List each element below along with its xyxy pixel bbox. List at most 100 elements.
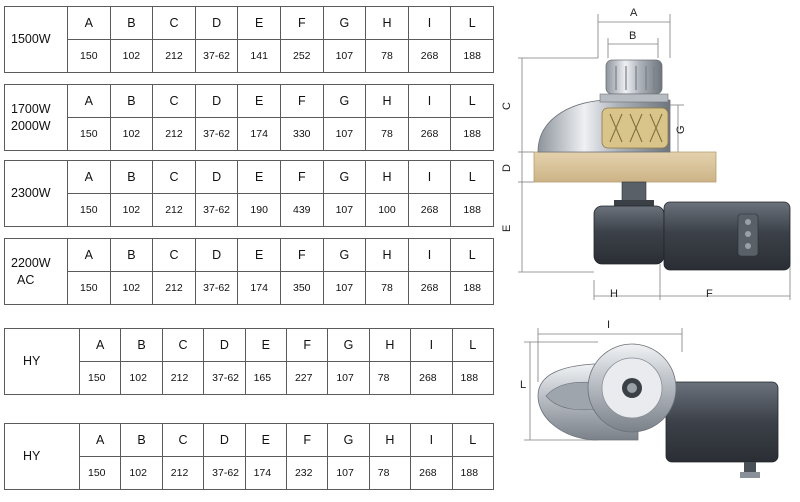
col-header: D [194,84,239,118]
cell-value: 212 [161,361,205,395]
col-header: A [67,238,111,272]
cell-value: 439 [279,193,324,227]
cell-value: 37-62 [194,193,239,227]
dim-label-i: I [607,319,610,331]
motor-top [665,381,779,463]
cell-value: 188 [450,117,494,151]
electric-motor [663,201,791,271]
col-header: L [450,6,494,40]
col-header: B [120,423,163,457]
cell-value: 107 [327,361,370,395]
cell-value: 107 [322,39,367,73]
col-header: H [365,84,409,118]
cell-value: 150 [67,271,111,305]
model-line: 1700W [11,101,51,116]
col-header: L [450,160,494,194]
cell-value: 190 [237,193,281,227]
cell-value: 188 [451,456,495,490]
terminal-icon [745,243,751,249]
model-line: 2200W [11,255,51,270]
terminal-icon [745,231,751,237]
cell-value: 102 [109,39,154,73]
dim-label-b: B [629,30,636,42]
dim-label-l: L [520,379,526,391]
gearbox [593,205,665,265]
cell-value: 268 [407,39,452,73]
cell-value: 268 [410,456,453,490]
cell-value: 107 [327,456,370,490]
col-header: I [410,328,453,362]
col-header: F [285,328,329,362]
col-header: L [450,238,494,272]
cell-value: 37-62 [194,39,239,73]
cell-value: 227 [285,361,329,395]
col-header: D [194,6,239,40]
model-label: 2200W AC [4,238,68,305]
col-header: H [365,6,409,40]
col-header: E [237,238,281,272]
cell-value: 37-62 [203,456,246,490]
col-header: L [450,84,494,118]
cell-value: 212 [152,39,196,73]
cell-value: 174 [237,117,281,151]
cell-value: 107 [322,271,367,305]
col-header: I [407,238,452,272]
drum-base-ring [599,93,669,103]
dim-label-d: D [501,164,513,172]
col-header: E [244,423,287,457]
top-dimension-labels: I L [520,319,610,391]
spec-table-1500w: 1500W A B C D E F G H I L 150 102 212 37… [4,6,494,73]
cell-value: 100 [365,193,409,227]
model-label: 1700W 2000W [4,84,68,151]
cell-value: 268 [407,193,452,227]
col-header: C [152,160,196,194]
shaft-flange [614,200,654,206]
col-header: E [237,6,281,40]
model-label: 2300W [4,160,68,227]
cell-value: 150 [67,193,111,227]
dimension-lines [518,14,791,300]
col-header: F [285,423,329,457]
cell-value: 78 [368,361,412,395]
windlass-side-view-diagram: A B C D E G H F [501,7,791,300]
cell-value: 102 [120,456,163,490]
cell-value: 102 [109,193,154,227]
col-header: L [451,328,495,362]
col-header: A [78,423,122,457]
model-label: 1500W [4,6,68,73]
cell-value: 174 [237,271,281,305]
col-header: B [109,6,154,40]
col-header: I [407,6,452,40]
model-line: 2000W [11,118,51,133]
terminal-nut [740,472,760,478]
dim-label-f: F [706,288,713,300]
col-header: B [120,328,163,362]
cell-value: 268 [407,117,452,151]
cell-value: 174 [244,456,287,490]
cell-value: 150 [78,456,122,490]
cell-value: 37-62 [194,117,239,151]
cell-value: 232 [285,456,329,490]
cell-value: 188 [450,193,494,227]
top-dimension-lines [524,328,683,441]
gypsy-teeth [609,113,663,143]
spec-table-1700w-2000w: 1700W 2000W A B C D E F G H I L 150 102 … [4,84,494,151]
cell-value: 188 [450,39,494,73]
col-header: B [109,160,154,194]
col-header: F [279,6,324,40]
cell-value: 102 [109,271,154,305]
cell-value: 268 [407,271,452,305]
chain-gypsy [601,107,669,149]
windlass-top-view-diagram: I L [520,319,779,478]
col-header: E [244,328,287,362]
col-header: E [237,160,281,194]
model-label: HY [4,423,80,490]
socket-center [627,383,637,393]
cell-value: 150 [67,39,111,73]
cell-value: 252 [279,39,324,73]
col-header: H [368,328,412,362]
col-header: G [322,160,367,194]
cell-value: 212 [152,271,196,305]
col-header: G [322,6,367,40]
col-header: H [368,423,412,457]
